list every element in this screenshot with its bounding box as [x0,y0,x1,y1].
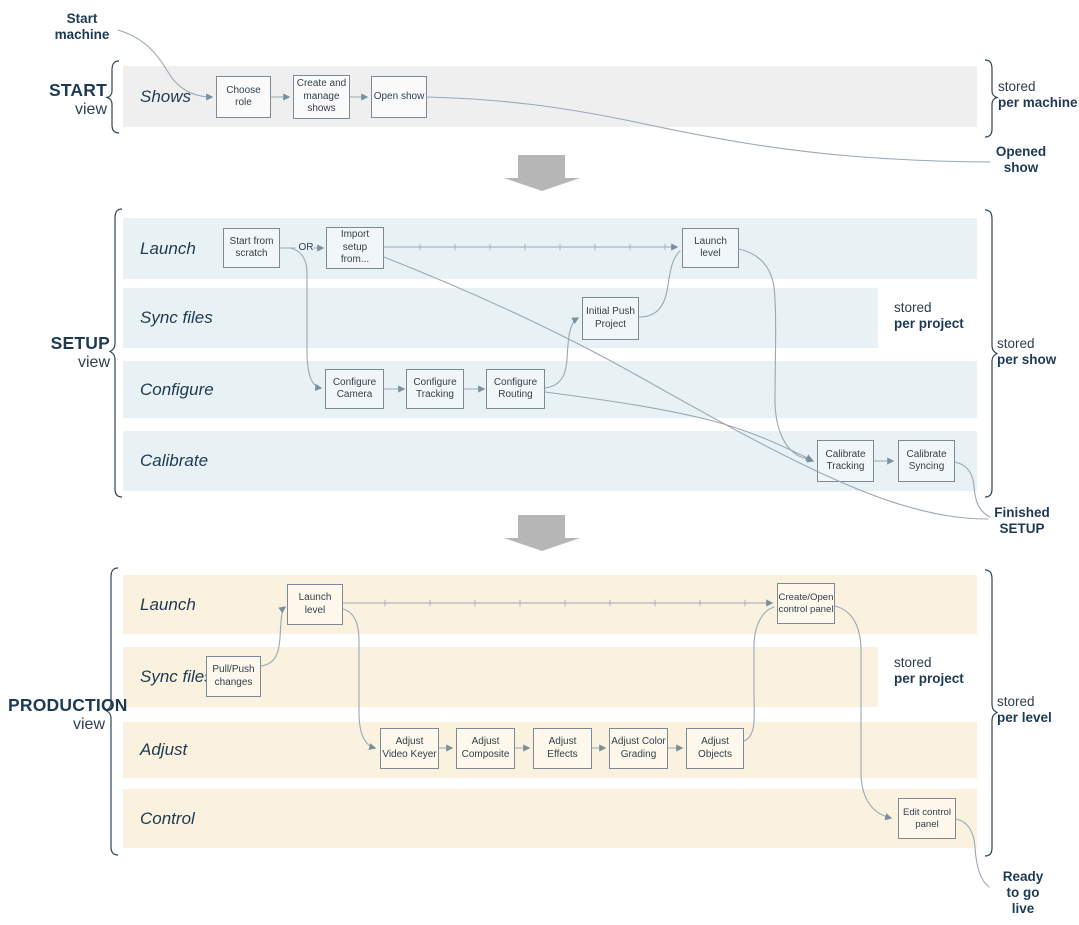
lane-label-setup-sync: Sync files [140,308,213,327]
lane-label-setup-configure: Configure [140,379,214,399]
section-title-setup: SETUP view [22,333,110,372]
bracket-production-right [984,569,999,857]
stored-per-machine: stored per machine [998,79,1078,111]
node-initial-push-project: Initial Push Project [582,297,639,340]
stored-per-machine-prefix: stored [998,79,1036,94]
lane-label-prod-launch: Launch [140,594,196,614]
node-configure-routing: Configure Routing [486,369,545,409]
section-arrow-down-1-icon [504,155,580,191]
lane-label-prod-adjust: Adjust [140,740,188,759]
start-title: START [48,80,107,100]
node-choose-role: Choose role [216,76,271,118]
node-setup-launch-level: Launch level [682,228,739,268]
production-title: PRODUCTION [8,695,128,715]
node-adjust-effects: Adjust Effects [533,728,592,769]
node-adjust-video-keyer: Adjust Video Keyer [380,728,439,769]
production-subtitle: view [72,716,105,733]
lane-prod-launch: Launch [123,575,977,634]
stored-per-machine-scope: per machine [998,94,1078,110]
lane-setup-sync: Sync files [123,288,878,348]
or-label: OR [298,242,314,253]
stored-per-show-prefix: stored [997,336,1035,351]
stored-per-show-scope: per show [997,351,1057,367]
stored-prod-project-prefix: stored [894,655,932,670]
node-edit-control-panel: Edit control panel [898,798,956,839]
section-title-production: PRODUCTION view [8,695,128,734]
connector-launch-level-to-calibrate-tracking [738,248,815,463]
start-subtitle: view [74,101,107,118]
node-calibrate-tracking: Calibrate Tracking [817,440,874,482]
lane-prod-control: Control [123,789,977,848]
lane-setup-configure: Configure [123,361,977,418]
node-calibrate-syncing: Calibrate Syncing [898,440,955,482]
annotation-start-machine: Start machine [54,11,110,43]
node-import-setup: Import setup from... [326,227,384,269]
stored-per-level-prefix: stored [997,694,1035,709]
node-adjust-objects: Adjust Objects [686,728,744,769]
node-prod-launch-level: Launch level [287,584,343,625]
section-title-start: START view [19,80,107,119]
node-pull-push-changes: Pull/Push changes [206,656,261,697]
setup-title: SETUP [50,333,110,353]
annotation-ready-go-live: Ready to go live [1002,869,1044,917]
stored-setup-project-prefix: stored [894,300,932,315]
lane-label-setup-launch: Launch [140,238,196,258]
setup-subtitle: view [77,354,110,371]
node-open-show: Open show [371,76,427,118]
annotation-opened-show: Opened show [995,144,1047,176]
annotation-finished-setup: Finished SETUP [994,505,1050,537]
stored-per-level: stored per level [997,694,1052,726]
stored-setup-per-project: stored per project [894,300,964,332]
node-adjust-composite: Adjust Composite [456,728,515,769]
node-create-manage-shows: Create and manage shows [293,75,350,119]
lane-label-prod-control: Control [140,808,195,828]
section-arrow-down-2-icon [504,515,580,551]
node-configure-tracking: Configure Tracking [406,369,464,409]
stored-setup-project-scope: per project [894,315,964,331]
node-create-open-control-panel: Create/Open control panel [777,583,835,624]
bracket-start-left [105,60,120,134]
stored-per-level-scope: per level [997,709,1052,725]
stored-prod-project-scope: per project [894,670,964,686]
connector-create-open-to-edit-panel [834,605,893,821]
node-start-from-scratch: Start from scratch [223,228,280,268]
bracket-start-right [984,59,999,138]
stored-per-show: stored per show [997,336,1056,368]
bracket-setup-left [108,208,123,498]
lane-label-prod-sync: Sync files [140,667,213,686]
node-configure-camera: Configure Camera [325,369,384,409]
lane-label-setup-calibrate: Calibrate [140,451,209,470]
bracket-setup-right [984,209,999,498]
stored-prod-per-project: stored per project [894,655,964,687]
lane-label-shows: Shows [140,86,192,106]
node-adjust-color-grading: Adjust Color Grading [609,728,668,769]
